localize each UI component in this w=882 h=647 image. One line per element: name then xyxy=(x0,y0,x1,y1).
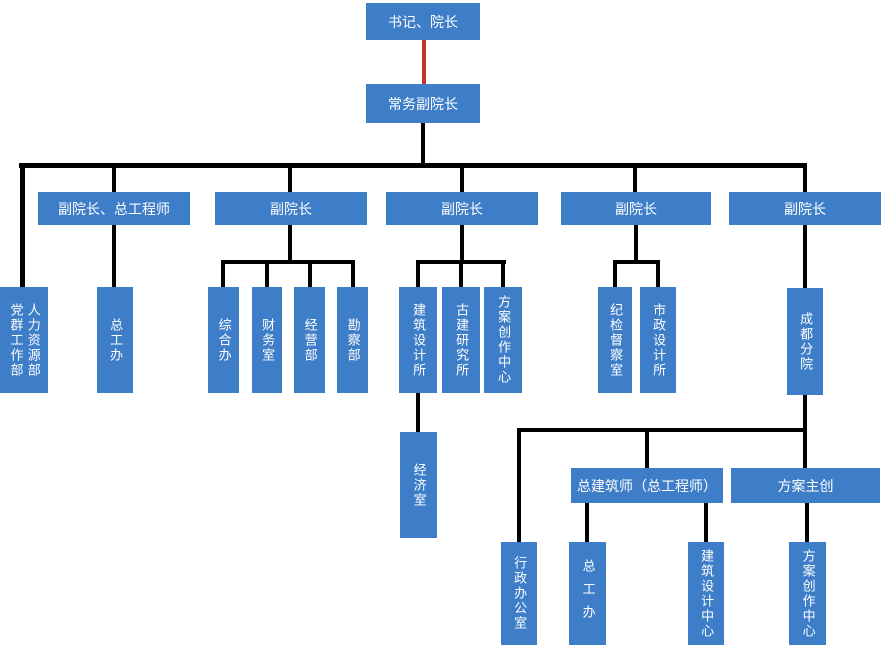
org-node-survey-dept: 勘察部 xyxy=(337,287,368,393)
connector-horizontal-group-c xyxy=(613,260,660,264)
org-node-chengdu-branch: 成都分院 xyxy=(787,288,823,395)
connector-feed-economy-office xyxy=(416,393,420,432)
connector-feed-group-a xyxy=(288,225,292,264)
connector-chengdu-branch-down xyxy=(803,395,807,430)
org-node-chief-engineer-office: 总工办 xyxy=(97,287,133,393)
org-node-operations-dept: 经营部 xyxy=(294,287,325,393)
connector-drop-vice-dean-3 xyxy=(633,163,637,194)
org-node-party-masses-and-hr: 党群工作部 人力资源部 xyxy=(0,287,48,393)
org-node-ancient-architecture-research-institute: 古建研究所 xyxy=(442,287,480,393)
org-node-admin-office: 行政办公室 xyxy=(501,542,537,645)
node-label: 市政设计所 xyxy=(651,302,667,378)
connector-red-secretary-to-exec xyxy=(422,39,426,85)
connector-feed-chengdu-branch xyxy=(803,225,807,288)
connector-feed-chief-engineer-office xyxy=(112,225,116,287)
org-node-chief-architect: 总建筑师（总工程师） xyxy=(571,468,723,503)
node-label: 成都分院 xyxy=(798,311,814,372)
node-label-party-masses-dept: 党群工作部 xyxy=(8,302,24,378)
connector-drop-scheme-creation-center xyxy=(501,260,505,287)
connector-exec-down xyxy=(421,123,425,165)
org-node-branch-chief-engineer-office: 总工办 xyxy=(569,542,606,645)
org-node-architectural-design-center: 建筑设计中心 xyxy=(688,542,724,645)
connector-drop-vice-dean-chief-engineer xyxy=(112,163,116,194)
connector-horizontal-group-a xyxy=(221,260,355,264)
org-node-scheme-creation-center: 方案创作中心 xyxy=(484,287,522,393)
node-label: 古建研究所 xyxy=(454,302,470,378)
node-label: 副院长、总工程师 xyxy=(58,200,170,217)
org-node-vice-dean-3: 副院长 xyxy=(561,192,711,225)
node-label: 综合办 xyxy=(216,317,232,363)
node-label: 总工办 xyxy=(108,317,124,363)
node-label: 方案创作中心 xyxy=(800,548,816,639)
org-node-scheme-lead: 方案主创 xyxy=(731,468,880,503)
org-node-vice-dean-chief-engineer: 副院长、总工程师 xyxy=(38,192,190,225)
org-node-discipline-inspection-office: 纪检督察室 xyxy=(598,287,632,393)
connector-drop-vice-dean-2 xyxy=(460,163,464,194)
connector-drop-survey xyxy=(351,260,355,287)
connector-drop-left-column xyxy=(20,163,25,287)
node-label: 方案创作中心 xyxy=(496,295,512,385)
node-label: 副院长 xyxy=(441,200,483,217)
org-node-vice-dean-1: 副院长 xyxy=(215,192,367,225)
node-label: 副院长 xyxy=(270,200,312,217)
org-node-executive-vice-dean: 常务副院长 xyxy=(366,84,480,123)
node-label: 副院长 xyxy=(615,200,657,217)
node-label: 勘察部 xyxy=(345,317,361,363)
node-label: 建筑设计所 xyxy=(411,302,427,378)
org-node-vice-dean-2: 副院长 xyxy=(386,192,538,225)
node-label: 常务副院长 xyxy=(388,95,458,112)
node-label: 建筑设计中心 xyxy=(699,548,715,639)
node-label-hr-dept: 人力资源部 xyxy=(25,302,41,378)
org-node-architectural-design-institute: 建筑设计所 xyxy=(399,287,437,393)
org-node-general-affairs-office: 综合办 xyxy=(208,287,239,393)
org-node-branch-scheme-creation-center: 方案创作中心 xyxy=(789,542,826,645)
connector-drop-arch-design-center xyxy=(704,503,708,542)
connector-feed-group-b xyxy=(460,225,464,264)
org-node-vice-dean-4: 副院长 xyxy=(729,192,881,225)
node-label: 书记、院长 xyxy=(388,13,458,30)
connector-horizontal-branch xyxy=(517,428,807,432)
node-label: 行政办公室 xyxy=(512,556,528,631)
org-node-finance-office: 财务室 xyxy=(252,287,282,393)
node-label: 总工办 xyxy=(580,559,596,628)
node-label: 纪检督察室 xyxy=(608,302,624,378)
connector-drop-vice-dean-4 xyxy=(803,163,807,194)
connector-drop-finance xyxy=(265,260,269,287)
connector-drop-arch-design-institute xyxy=(416,260,420,287)
connector-main-horizontal xyxy=(19,163,807,168)
connector-drop-vice-dean-1 xyxy=(288,163,292,194)
connector-drop-discipline-inspection xyxy=(613,260,617,287)
node-label: 经营部 xyxy=(302,317,318,363)
connector-drop-branch-chief-engineer-office xyxy=(585,503,589,542)
node-label: 副院长 xyxy=(784,200,826,217)
connector-drop-municipal-design xyxy=(656,260,660,287)
node-label: 方案主创 xyxy=(777,477,834,494)
connector-feed-group-c xyxy=(634,225,638,264)
node-label: 总建筑师（总工程师） xyxy=(577,477,717,494)
connector-drop-ancient-arch xyxy=(459,260,463,287)
connector-drop-scheme-lead xyxy=(803,428,807,468)
connector-drop-chief-architect xyxy=(645,428,649,468)
org-node-economy-office: 经济室 xyxy=(400,432,437,538)
connector-drop-admin-office xyxy=(517,428,521,542)
node-label: 财务室 xyxy=(260,317,276,363)
connector-drop-branch-scheme-creation-center xyxy=(805,503,809,542)
node-label: 经济室 xyxy=(411,462,427,508)
org-node-municipal-design-institute: 市政设计所 xyxy=(640,287,676,393)
org-node-secretary-dean: 书记、院长 xyxy=(366,3,480,40)
connector-drop-general-affairs xyxy=(221,260,225,287)
connector-drop-operations xyxy=(308,260,312,287)
